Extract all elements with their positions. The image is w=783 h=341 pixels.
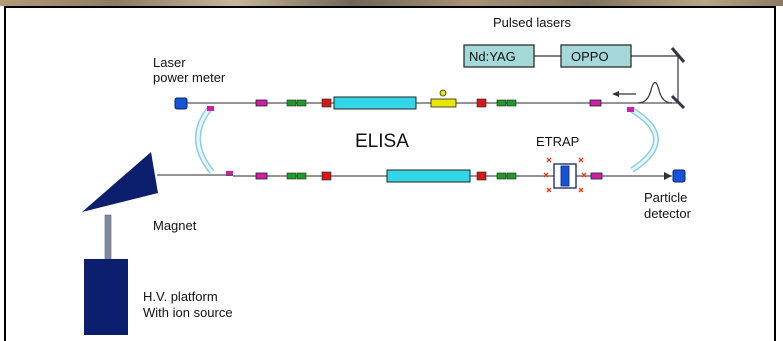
bottom-magenta-element-1	[256, 173, 267, 179]
laser-power-meter-icon	[175, 98, 187, 109]
bottom-red-element-2	[477, 172, 486, 180]
right-bend-inner	[632, 110, 656, 170]
top-green-element-1b	[297, 100, 306, 106]
hv-platform-label-2: With ion source	[143, 305, 233, 320]
left-bend-magenta-top	[207, 106, 214, 111]
top-green-element-2b	[507, 100, 516, 106]
elisa-label: ELISA	[355, 131, 409, 152]
particle-detector-icon	[673, 170, 685, 182]
top-green-element-1a	[287, 100, 296, 106]
pulsed-lasers-label: Pulsed lasers	[493, 15, 572, 30]
right-bend-magenta-top	[627, 107, 634, 112]
top-red-element-1	[322, 99, 331, 107]
top-cyan-element	[334, 97, 416, 109]
bottom-green-element-1a	[287, 173, 296, 179]
laser-pulse-shape	[638, 83, 672, 104]
bottom-cyan-element	[387, 170, 470, 182]
hv-platform	[84, 259, 128, 335]
top-red-element-2	[477, 99, 486, 107]
magnet-label: Magnet	[153, 218, 197, 233]
detector-arrow-head	[664, 172, 672, 180]
etrap-label: ETRAP	[536, 134, 579, 149]
magnet-shape	[82, 152, 158, 212]
top-magenta-element-2	[590, 100, 601, 106]
nd-yag-label: Nd:YAG	[469, 49, 516, 64]
top-yellow-element	[431, 99, 456, 107]
particle-detector-label-1: Particle	[644, 190, 687, 205]
yellow-element-knob	[440, 90, 446, 96]
bottom-red-element-1	[322, 172, 331, 180]
pulse-arrow-head	[612, 91, 619, 97]
hv-platform-label-1: H.V. platform	[143, 289, 218, 304]
etrap-device	[544, 158, 586, 192]
top-green-element-2a	[497, 100, 506, 106]
bottom-magenta-element-2	[591, 173, 602, 179]
laser-power-meter-label-1: Laser	[153, 55, 186, 70]
bottom-green-element-2b	[507, 173, 516, 179]
particle-detector-label-2: detector	[644, 206, 692, 221]
oppo-label: OPPO	[571, 49, 609, 64]
laser-power-meter-label-2: power meter	[153, 70, 226, 85]
platform-stem	[105, 215, 111, 260]
bottom-green-element-2a	[497, 173, 506, 179]
bottom-green-element-1b	[297, 173, 306, 179]
top-magenta-element-1	[256, 100, 267, 106]
